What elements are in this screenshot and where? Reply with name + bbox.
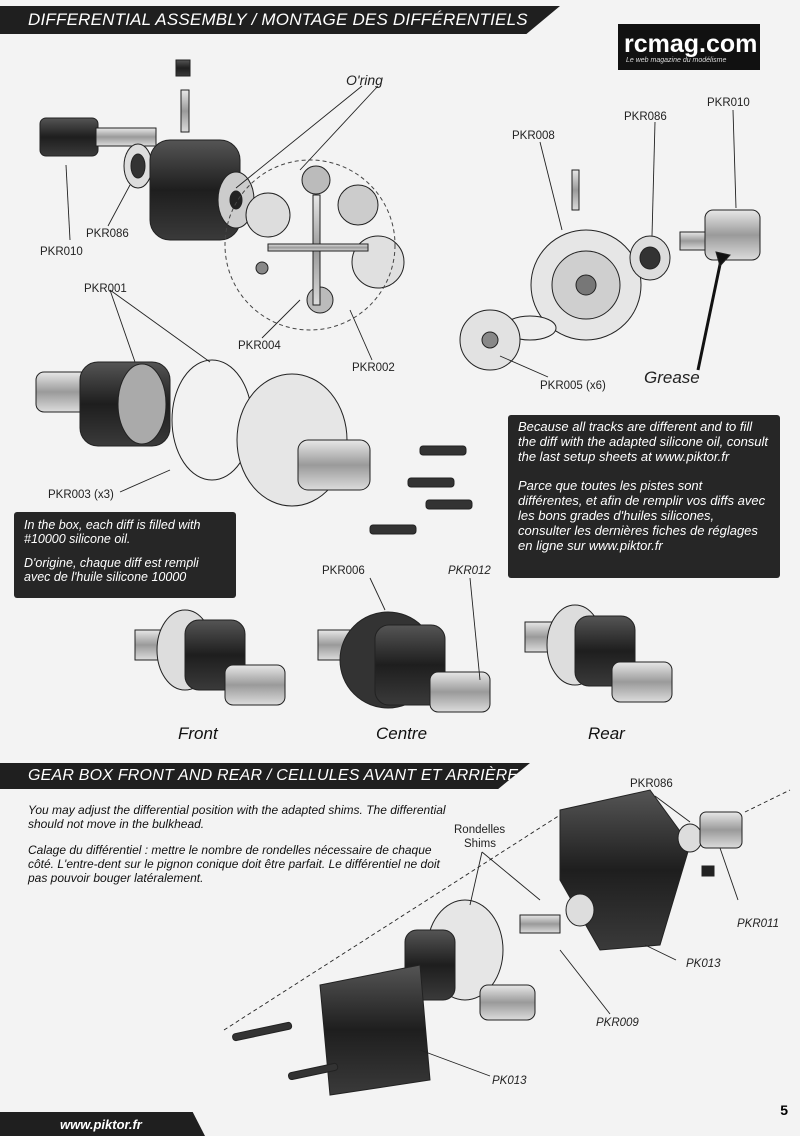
footer-website: www.piktor.fr (0, 1112, 205, 1136)
note-left-fr: D'origine, chaque diff est rempli avec d… (24, 556, 199, 584)
note-left-en: In the box, each diff is filled with #10… (24, 518, 201, 546)
label-rondelles: Rondelles (454, 824, 506, 836)
gearbox-text-fr: Calage du différentiel : mettre le nombr… (28, 843, 440, 885)
section-title-text: DIFFERENTIAL ASSEMBLY / MONTAGE DES DIFF… (28, 10, 528, 29)
section-title-differential: DIFFERENTIAL ASSEMBLY / MONTAGE DES DIFF… (0, 6, 560, 34)
label-pkr006: PKR006 (322, 565, 365, 577)
label-pkr010-right: PKR010 (707, 97, 750, 109)
assembled-diff-bolts (35, 359, 473, 535)
label-grease: Grease (644, 368, 700, 387)
rcmag-logo: rcmag.com Le web magazine du modélisme (618, 24, 760, 70)
label-pkr086-right: PKR086 (624, 111, 667, 123)
label-pk013-right: PK013 (686, 958, 721, 970)
page-number: 5 (780, 1102, 788, 1118)
note-setup-sheets: Because all tracks are different and to … (508, 415, 780, 578)
leader-lines (65, 85, 791, 1077)
note-right-en: Because all tracks are different and to … (518, 419, 769, 464)
caption-centre: Centre (376, 724, 428, 743)
label-pkr003: PKR003 (x3) (48, 489, 114, 501)
note-right-fr: Parce que toutes les pistes sont différe… (518, 478, 766, 553)
section2-title-text: GEAR BOX FRONT AND REAR / CELLULES AVANT… (28, 767, 519, 784)
gearbox-exploded (232, 789, 743, 1096)
label-pkr004: PKR004 (238, 340, 281, 352)
logo-tagline: Le web magazine du modélisme (626, 56, 727, 64)
right-diff-exploded (459, 169, 761, 371)
note-silicone-oil: In the box, each diff is filled with #10… (14, 512, 236, 598)
left-diff-exploded (39, 59, 405, 331)
label-pkr002: PKR002 (352, 362, 395, 374)
diff-rear-illustration (524, 604, 673, 703)
footer-url: www.piktor.fr (60, 1116, 142, 1132)
label-oring: O'ring (346, 72, 383, 88)
section-title-gearbox: GEAR BOX FRONT AND REAR / CELLULES AVANT… (0, 763, 530, 789)
gearbox-text-en: You may adjust the differential position… (28, 803, 446, 831)
caption-rear: Rear (588, 724, 625, 743)
label-pkr009: PKR009 (596, 1017, 639, 1029)
diff-front-illustration (134, 609, 286, 706)
label-pkr001: PKR001 (84, 283, 127, 295)
label-pkr011: PKR011 (737, 918, 779, 930)
label-pk013-bottom: PK013 (492, 1075, 527, 1087)
diff-centre-illustration (317, 611, 491, 713)
label-pkr008: PKR008 (512, 130, 555, 142)
label-pkr086-left: PKR086 (86, 228, 129, 240)
caption-front: Front (178, 724, 218, 743)
logo-main: rcmag.com (624, 29, 758, 58)
label-pkr010-left: PKR010 (40, 246, 83, 258)
label-pkr005: PKR005 (x6) (540, 380, 606, 392)
label-shims: Shims (464, 838, 496, 850)
label-gb-pkr086: PKR086 (630, 778, 673, 790)
gearbox-instructions: You may adjust the differential position… (28, 803, 448, 897)
label-pkr012: PKR012 (448, 565, 491, 577)
